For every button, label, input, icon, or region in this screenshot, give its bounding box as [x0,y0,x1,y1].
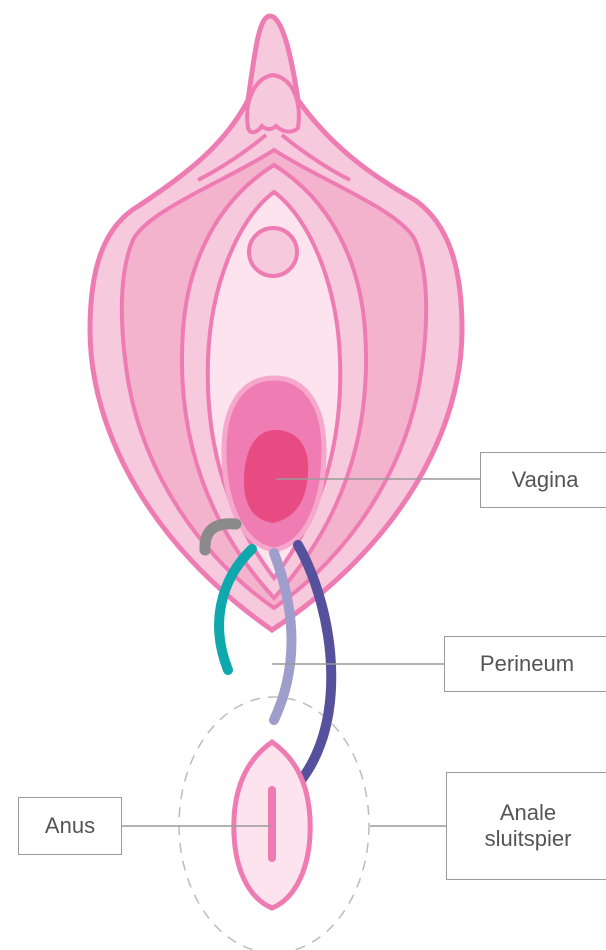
label-anal-sphincter-line2: sluitspier [485,826,572,852]
label-vagina: Vagina [480,452,606,508]
label-perineum-text: Perineum [480,651,574,677]
label-perineum: Perineum [444,636,606,692]
label-anus-text: Anus [45,813,95,839]
urethral-opening [249,228,297,276]
label-vagina-text: Vagina [512,467,579,493]
label-anal-sphincter-line1: Anale [500,800,556,826]
label-anal-sphincter: Anale sluitspier [446,772,606,880]
label-anus: Anus [18,797,122,855]
anal-opening [268,786,276,862]
